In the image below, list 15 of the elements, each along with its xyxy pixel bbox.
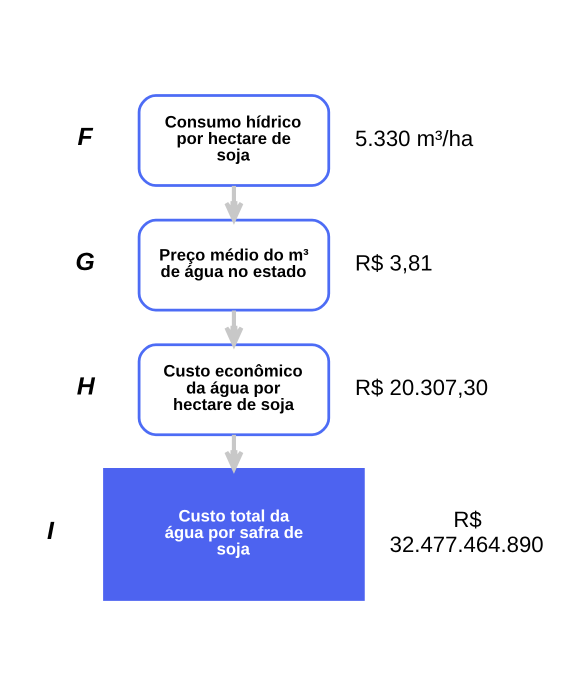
- node-label: R$ 20.307,30: [355, 374, 488, 400]
- arrow: [224, 310, 244, 346]
- node-box: Custo total da água por safra de soja: [103, 468, 365, 601]
- node-label: R$ 3,81: [355, 250, 433, 276]
- node-label: G: [75, 248, 95, 276]
- node-label: R$ 32.477.464.890: [390, 507, 544, 558]
- node-label: I: [47, 517, 54, 546]
- node-label: 5.330 m³/ha: [355, 126, 474, 151]
- node-box: Preço médio do m³ de água no estado: [138, 218, 330, 312]
- node-box: Custo econômico da água por hectare de soja: [138, 343, 330, 436]
- node-label: H: [76, 372, 95, 400]
- arrow: [224, 434, 244, 471]
- node-label: F: [77, 123, 93, 152]
- arrow: [224, 186, 244, 222]
- node-box: Consumo hídrico por hectare de soja: [138, 94, 330, 187]
